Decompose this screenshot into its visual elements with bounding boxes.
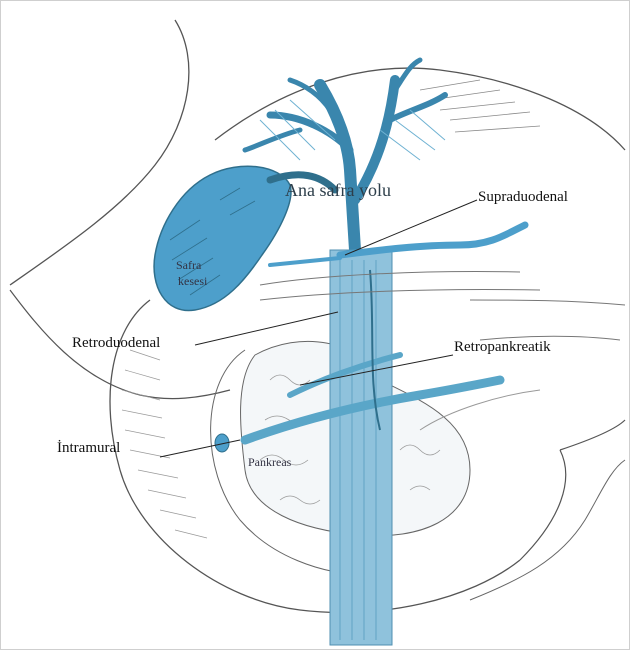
- right-lower-outline: [520, 420, 625, 560]
- duodenum-hatching: [122, 350, 207, 538]
- right-upper-contour: [470, 300, 625, 340]
- common-bile-duct: [330, 250, 392, 645]
- supraduodenal-vessel: [340, 225, 525, 255]
- label-retropankreatik: Retropankreatik: [454, 339, 551, 356]
- label-safra-kesesi-line1: Safra: [176, 258, 201, 273]
- duodenum-top-band: [260, 272, 540, 300]
- label-retroduodenal: Retroduodenal: [72, 335, 160, 352]
- label-intramural: İntramural: [57, 440, 120, 457]
- gallbladder: [154, 166, 291, 310]
- bottom-right-curve: [470, 460, 625, 600]
- label-pankreas: Pankreas: [248, 455, 291, 470]
- leader-retroduodenal: [195, 312, 338, 345]
- label-ana-safra-yolu: Ana safra yolu: [285, 180, 391, 201]
- label-supraduodenal: Supraduodenal: [478, 189, 568, 206]
- label-safra-kesesi-line2: kesesi: [178, 274, 207, 289]
